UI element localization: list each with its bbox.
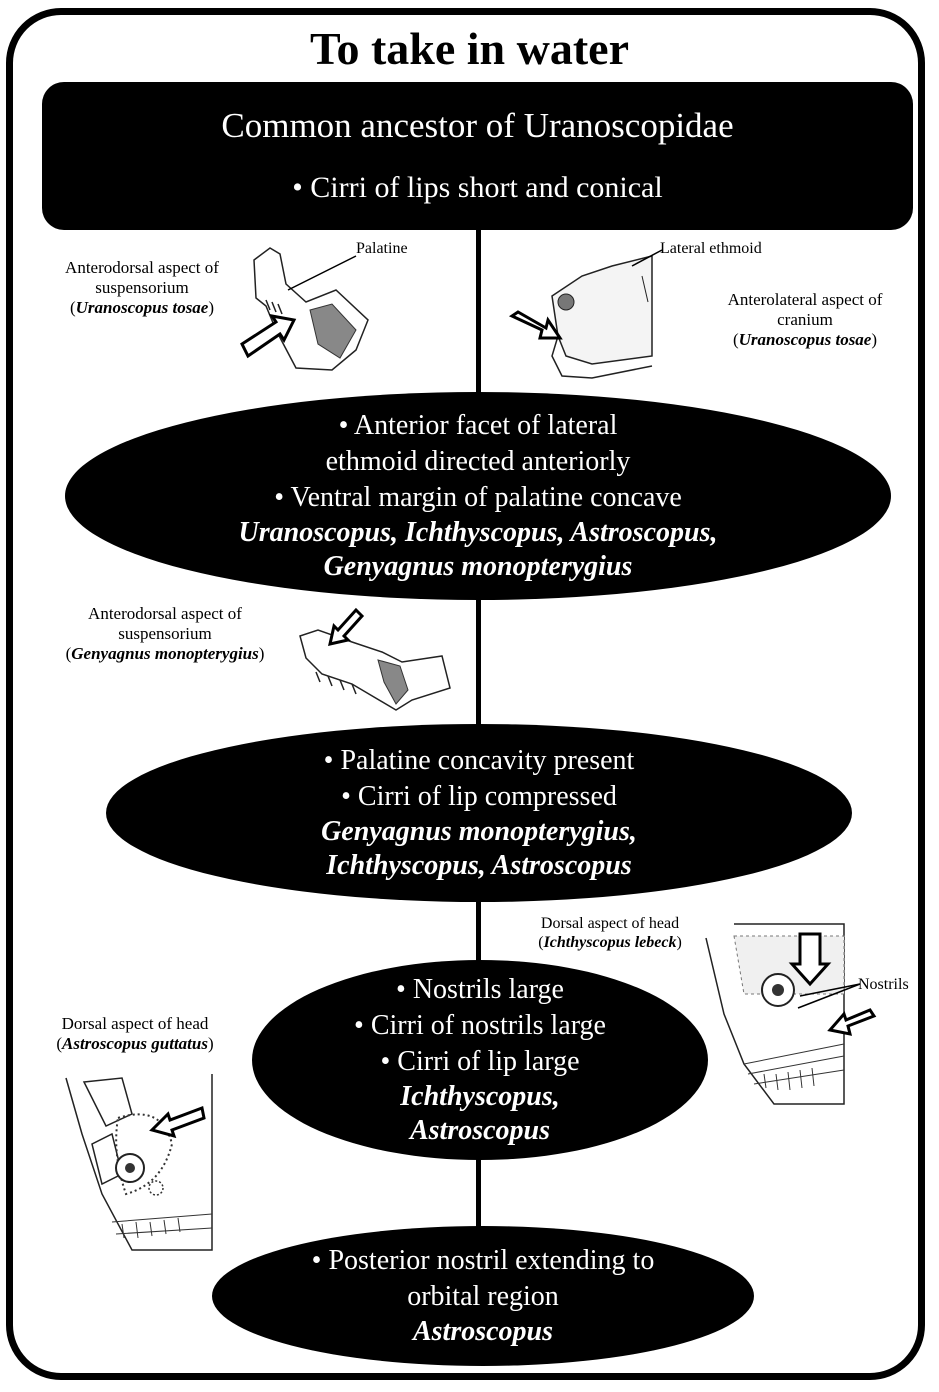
node-trait: • Ventral margin of palatine concave xyxy=(274,480,682,516)
node-trait: • Posterior nostril extending to xyxy=(312,1243,655,1279)
node-trait: • Cirri of lip compressed xyxy=(341,779,617,815)
connector-line xyxy=(476,228,481,398)
suspensorium-illustration xyxy=(236,240,396,380)
cranium-illustration xyxy=(502,246,662,386)
node-taxa: Genyagnus monopterygius, xyxy=(321,815,637,849)
node-1: • Anterior facet of lateral ethmoid dire… xyxy=(65,392,891,600)
node-4: • Posterior nostril extending to orbital… xyxy=(212,1226,754,1366)
node-trait: • Nostrils large xyxy=(396,972,564,1008)
figure-caption: Dorsal aspect of head (Ichthyscopus lebe… xyxy=(510,914,710,952)
root-label: Common ancestor of Uranoscopidae xyxy=(42,106,913,146)
node-trait: orbital region xyxy=(407,1279,559,1315)
figure-label: Lateral ethmoid xyxy=(660,240,762,258)
node-trait: • Palatine concavity present xyxy=(324,743,635,779)
node-taxa: Ichthyscopus, xyxy=(400,1080,559,1114)
node-taxa: Ichthyscopus, Astroscopus xyxy=(326,849,631,883)
node-trait: • Cirri of lip large xyxy=(380,1044,579,1080)
node-trait: ethmoid directed anteriorly xyxy=(326,444,631,480)
node-trait: • Anterior facet of lateral xyxy=(339,408,618,444)
node-taxa: Astroscopus xyxy=(413,1315,553,1349)
connector-line xyxy=(476,898,481,966)
head-illustration-ichthyscopus xyxy=(704,924,864,1108)
node-taxa: Genyagnus monopterygius xyxy=(324,550,633,584)
figure-label: Nostrils xyxy=(858,976,909,994)
root-node: Common ancestor of Uranoscopidae • Cirri… xyxy=(42,82,913,230)
connector-line xyxy=(476,596,481,732)
root-trait: • Cirri of lips short and conical xyxy=(42,170,913,206)
figure-caption: Anterodorsal aspect of suspensorium (Ura… xyxy=(22,258,262,318)
node-trait: • Cirri of nostrils large xyxy=(354,1008,606,1044)
node-2: • Palatine concavity present • Cirri of … xyxy=(106,724,852,902)
connector-line xyxy=(476,1156,481,1234)
diagram-title: To take in water xyxy=(0,24,939,74)
node-3: • Nostrils large • Cirri of nostrils lar… xyxy=(252,960,708,1160)
node-taxa: Uranoscopus, Ichthyscopus, Astroscopus, xyxy=(239,516,718,550)
figure-caption: Anterolateral aspect of cranium (Uranosc… xyxy=(690,290,920,350)
figure-caption: Dorsal aspect of head (Astroscopus gutta… xyxy=(30,1014,240,1054)
figure-caption: Anterodorsal aspect of suspensorium (Gen… xyxy=(36,604,294,664)
head-illustration-astroscopus xyxy=(62,1074,212,1250)
suspensorium-illustration-genyagnus xyxy=(292,600,452,716)
node-taxa: Astroscopus xyxy=(410,1114,550,1148)
